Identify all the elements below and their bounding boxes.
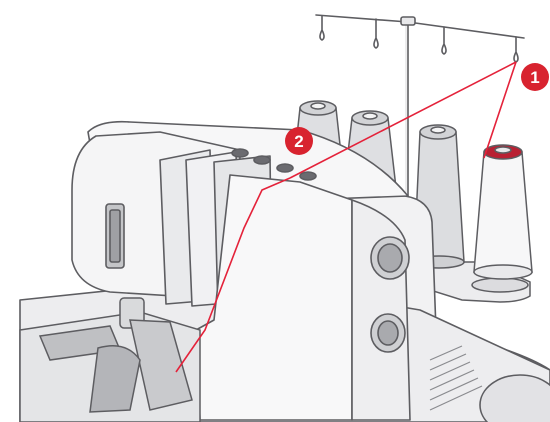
thread-cone-icon [473,144,533,280]
overlock-machine-icon [19,120,550,422]
handwheel-icon [370,236,410,353]
callout-1: 1 [521,63,549,91]
callout-2-number: 2 [294,132,303,151]
callout-2: 2 [285,127,313,155]
thread-path [175,61,517,373]
callout-1-number: 1 [530,68,539,87]
needle-plate-area [19,297,201,422]
